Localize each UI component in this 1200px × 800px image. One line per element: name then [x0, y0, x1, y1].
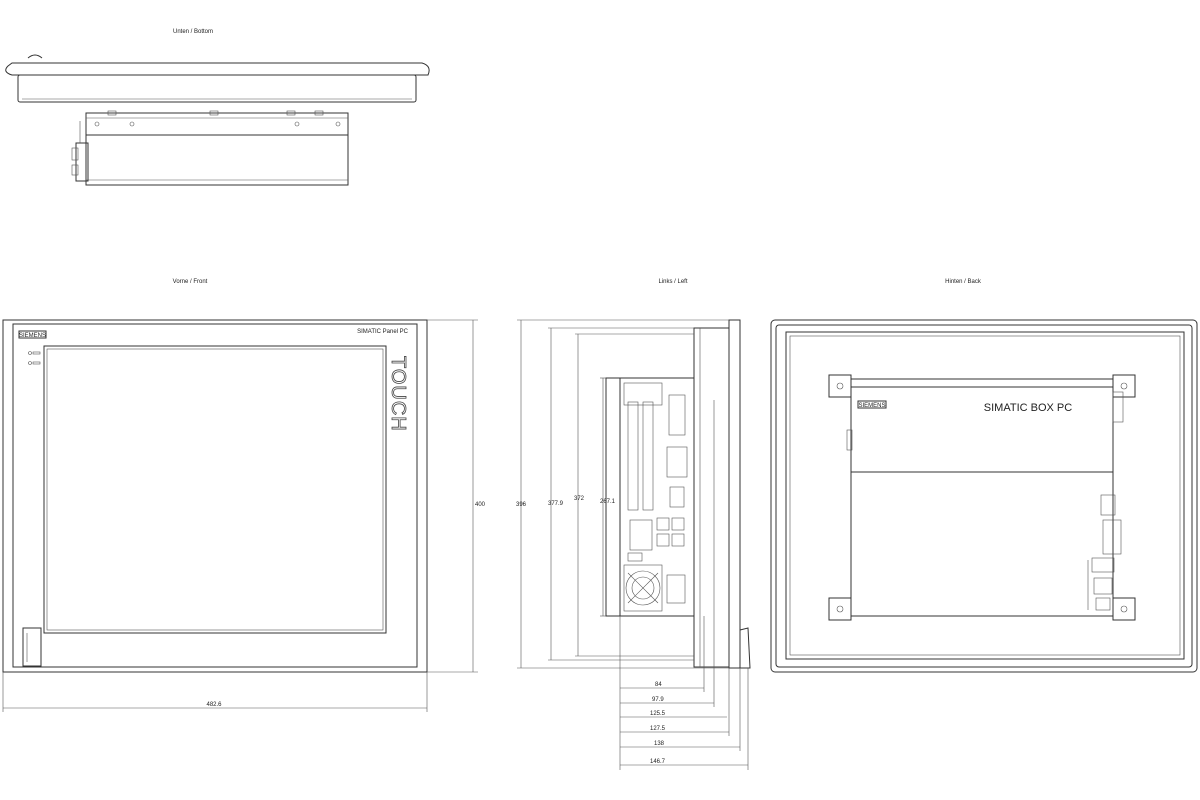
back-view-label: Hinten / Back	[945, 279, 982, 285]
front-bezel	[12, 323, 418, 668]
fan-icon	[623, 564, 663, 612]
left-dim-125-5: 125.5	[650, 711, 666, 717]
left-dim-84: 84	[655, 682, 662, 688]
usb-port-icon	[656, 517, 670, 531]
front-touch-label: TOUCH	[387, 356, 409, 432]
bottom-mount-plate	[85, 112, 349, 136]
back-housing	[785, 331, 1185, 660]
front-usb-cover	[22, 627, 42, 667]
left-dim-97-9: 97.9	[652, 697, 664, 703]
back-brand-badge-text: SIEMENS	[858, 403, 885, 409]
front-product-label: SIMATIC Panel PC	[357, 329, 409, 335]
bottom-side-connector	[75, 142, 89, 182]
left-dim-127-5: 127.5	[650, 726, 666, 732]
dsub-port-icon	[669, 486, 685, 508]
back-outer-frame	[770, 319, 1198, 673]
left-panel-bezel	[728, 319, 741, 669]
left-panel-housing	[693, 327, 730, 668]
front-brand-badge	[18, 330, 47, 339]
led-icon	[28, 361, 32, 365]
mount-bracket-icon	[828, 597, 852, 621]
power-socket-icon	[629, 519, 653, 551]
usb-port-icon	[671, 533, 685, 547]
left-box-pc	[619, 377, 695, 617]
front-view: Vorne / Front SIEMENS SIMATIC Panel PC T…	[2, 279, 486, 712]
led-icon	[28, 351, 32, 355]
bottom-bezel	[5, 62, 430, 76]
bottom-knob	[27, 54, 43, 59]
bottom-housing	[17, 74, 417, 103]
mount-bracket-icon	[1112, 597, 1136, 621]
front-outer-frame	[2, 319, 428, 673]
bottom-box-body	[85, 134, 349, 186]
left-view-label: Links / Left	[658, 279, 687, 285]
left-view: Links / Left 396 377.9	[516, 279, 751, 770]
back-view: Hinten / Back SIEMENS SIMATIC BOX PC	[770, 279, 1198, 673]
left-dim-396: 396	[516, 502, 527, 508]
usb-port-icon	[671, 517, 685, 531]
front-view-label: Vorne / Front	[173, 279, 208, 285]
back-product-label: SIMATIC BOX PC	[984, 402, 1072, 414]
left-dim-267-1: 267.1	[600, 499, 616, 505]
mount-bracket-icon	[828, 374, 852, 398]
front-width-dim: 482.6	[206, 702, 222, 708]
bottom-view-label: Unten / Bottom	[173, 29, 213, 35]
front-brand-badge-text: SIEMENS	[19, 333, 46, 339]
back-box-pc	[850, 378, 1114, 617]
left-dim-372: 372	[574, 496, 585, 502]
front-height-dim: 400	[475, 502, 486, 508]
left-dim-138: 138	[654, 741, 665, 747]
left-stand-foot	[739, 627, 751, 669]
mount-bracket-icon	[1112, 374, 1136, 398]
usb-port-icon	[656, 533, 670, 547]
bottom-view: Unten / Bottom	[5, 29, 430, 186]
left-dim-377-9: 377.9	[548, 501, 564, 507]
front-display	[43, 345, 387, 634]
left-dim-146-7: 146.7	[650, 759, 666, 765]
back-brand-badge	[857, 400, 887, 409]
